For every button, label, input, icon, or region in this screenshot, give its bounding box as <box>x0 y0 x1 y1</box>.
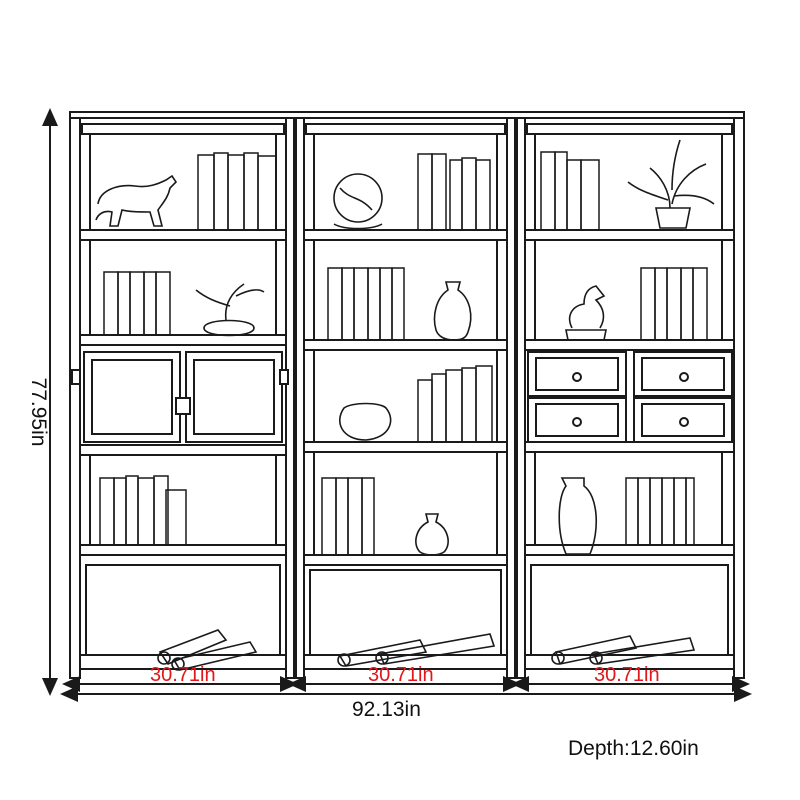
depth-label: Depth:12.60in <box>568 737 699 760</box>
vase-icon <box>415 513 449 556</box>
drawer-knob-icon <box>572 417 582 427</box>
book-icon <box>99 151 708 556</box>
top-board <box>69 111 745 119</box>
unit-width-label: 30.71in <box>150 664 216 686</box>
height-label: 77.95in <box>27 377 50 447</box>
drawer-knob-icon <box>679 417 689 427</box>
globe-ornament-icon <box>333 173 383 230</box>
door-handle <box>175 397 191 415</box>
unit-width-label: 30.71in <box>368 664 434 686</box>
unit-width-label: 30.71in <box>594 664 660 686</box>
bookcase-unit-2 <box>293 117 518 679</box>
potted-plant-icon <box>627 139 715 229</box>
scroll-icon <box>157 629 696 671</box>
total-width-label: 92.13in <box>352 698 421 721</box>
bookcase-unit-1 <box>69 117 297 679</box>
drawers <box>527 351 733 443</box>
horse-figurine-icon <box>565 285 607 341</box>
bull-sculpture-icon <box>95 174 178 227</box>
drawer-knob-icon <box>679 372 689 382</box>
bowl-icon <box>339 402 392 441</box>
drawer-knob-icon <box>572 372 582 382</box>
bonsai-icon <box>195 283 265 337</box>
vase-icon <box>558 477 598 555</box>
cabinet-doors <box>71 351 289 443</box>
vase-icon <box>433 281 472 341</box>
